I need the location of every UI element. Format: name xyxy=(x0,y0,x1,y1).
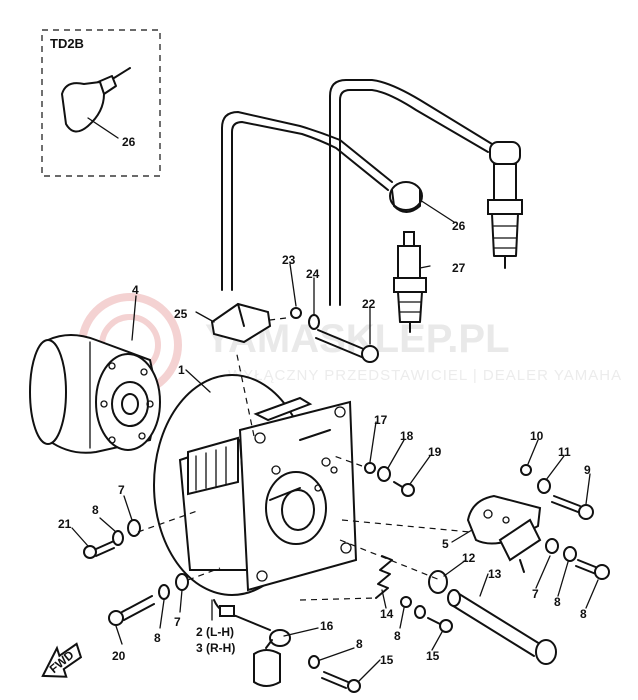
callout-3: 3 (R-H) xyxy=(196,641,235,655)
shaft-13 xyxy=(447,589,557,665)
screw-set-7-8-right xyxy=(545,538,610,580)
washer-24 xyxy=(308,314,320,330)
watermark: YAMASKLEP.PL WYŁĄCZNY PRZEDSTAWICIEL | D… xyxy=(78,293,622,397)
plug-cap-26 xyxy=(389,181,423,213)
spark-plug-right xyxy=(487,141,523,269)
callout-9: 9 xyxy=(584,463,591,477)
callout-10: 10 xyxy=(530,429,544,443)
callout-12: 12 xyxy=(462,551,476,565)
lead-clamp-25 xyxy=(210,302,272,344)
callout-8-far-right: 8 xyxy=(580,607,587,621)
callout-15-mid: 15 xyxy=(426,649,440,663)
screw-set-21-8-7 xyxy=(83,519,141,559)
inset-td2b: TD2B 26 xyxy=(41,29,161,177)
bolt-22 xyxy=(315,329,379,363)
callout-8-bottom: 8 xyxy=(356,637,363,651)
callout-19: 19 xyxy=(428,445,442,459)
grommet-16 xyxy=(253,629,291,687)
callout-8-right: 8 xyxy=(554,595,561,609)
callout-25: 25 xyxy=(174,307,188,321)
assembly-lines xyxy=(137,317,471,601)
callout-7-bottom: 7 xyxy=(174,615,181,629)
callout-16: 16 xyxy=(320,619,334,633)
callout-26: 26 xyxy=(452,219,466,233)
callout-8-bottom-left: 8 xyxy=(154,631,161,645)
screw-set-8-15-bottom xyxy=(308,655,361,693)
callout-21: 21 xyxy=(58,517,72,531)
spark-plug-27 xyxy=(393,231,427,333)
spring-14 xyxy=(375,555,393,599)
callout-5: 5 xyxy=(442,537,449,551)
screw-set-9-10-11 xyxy=(520,464,594,520)
screw-set-8-15 xyxy=(400,596,453,633)
callout-14: 14 xyxy=(380,607,394,621)
fwd-arrow-icon: FWD xyxy=(41,642,83,678)
callout-24: 24 xyxy=(306,267,320,281)
callout-4: 4 xyxy=(132,283,139,297)
callout-17: 17 xyxy=(374,413,388,427)
hightension-leads xyxy=(221,79,493,306)
screw-set-17-18-19 xyxy=(364,462,415,497)
bracket-5 xyxy=(466,494,542,573)
washer-12 xyxy=(428,570,448,594)
washer-23 xyxy=(290,307,302,319)
callout-8-left: 8 xyxy=(92,503,99,517)
callout-7-left: 7 xyxy=(118,483,125,497)
leader-lines xyxy=(71,199,599,683)
callout-20: 20 xyxy=(112,649,126,663)
callout-27: 27 xyxy=(452,261,466,275)
flywheel-rotor-4 xyxy=(29,334,161,454)
inset-callout: 26 xyxy=(122,135,136,149)
callout-23: 23 xyxy=(282,253,296,267)
stator-base-1 xyxy=(153,374,358,596)
callout-15-bottom: 15 xyxy=(380,653,394,667)
watermark-sub-text: WYŁĄCZNY PRZEDSTAWICIEL | DEALER YAMAHA xyxy=(228,367,622,384)
callout-18: 18 xyxy=(400,429,414,443)
lead-wire-2-3 xyxy=(213,599,271,631)
callout-numbers: 4 1 25 23 24 22 27 26 17 18 19 10 11 9 5… xyxy=(58,219,591,667)
callout-11: 11 xyxy=(558,445,571,459)
callout-8-mid: 8 xyxy=(394,629,401,643)
callout-7-right: 7 xyxy=(532,587,539,601)
plug-cap-icon xyxy=(61,81,105,133)
callout-1: 1 xyxy=(178,363,185,377)
callout-2: 2 (L-H) xyxy=(196,625,234,639)
callout-22: 22 xyxy=(362,297,376,311)
inset-label: TD2B xyxy=(50,36,84,51)
callout-13: 13 xyxy=(488,567,502,581)
